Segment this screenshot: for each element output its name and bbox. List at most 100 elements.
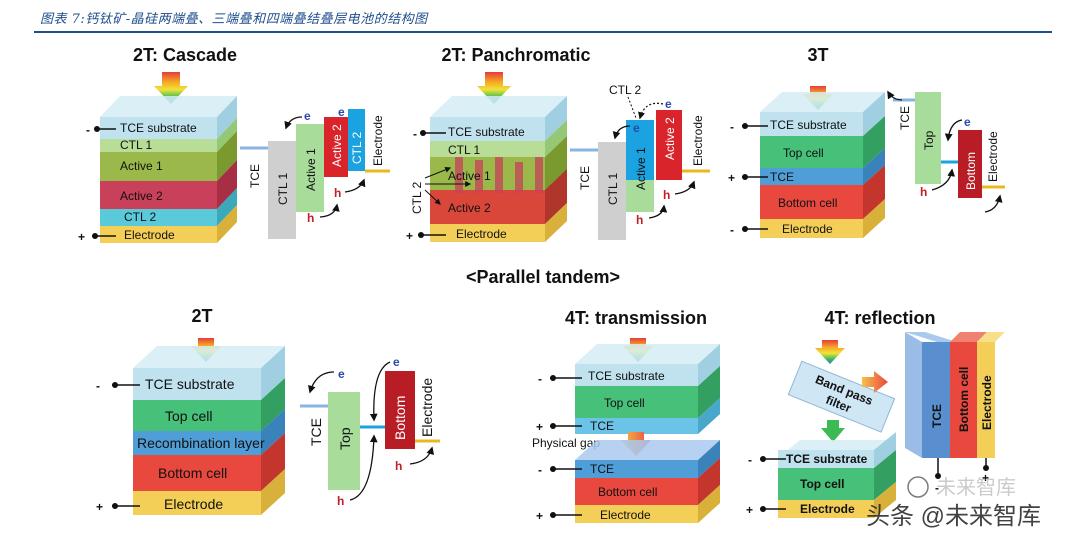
diagram-cascade: 2T: Cascade TCE substrate: [78, 45, 390, 244]
diagram-3t: 3T TCE substrate Top cell TCE Bottom cel…: [728, 45, 1005, 238]
terminal-plus: +: [96, 500, 103, 514]
layer-label: Bottom cell: [778, 196, 837, 210]
band-label: TCE: [308, 418, 324, 446]
cascade-layer-active1: [100, 131, 237, 181]
terminal-minus: -: [538, 372, 542, 386]
layer-label: CTL 1: [120, 138, 153, 152]
hole-label: h: [334, 186, 341, 200]
band-ctl2-label: CTL 2: [609, 83, 642, 97]
layer-label: Bottom cell: [598, 485, 657, 499]
band-label: Electrode: [371, 115, 385, 166]
layer-label: Electrode: [456, 227, 507, 241]
reflection-title: 4T: reflection: [824, 308, 935, 328]
terminal-plus: +: [78, 230, 85, 244]
layer-label: TCE: [590, 462, 614, 476]
hole-label: h: [337, 494, 344, 508]
band-label: Electrode: [691, 115, 705, 166]
layer-label: TCE substrate: [145, 376, 235, 392]
band-label: Top: [337, 427, 353, 450]
layer-label: TCE substrate: [588, 369, 665, 383]
watermark: 未来智库 头条 @未来智库: [866, 476, 1041, 530]
terminal-minus: -: [730, 223, 734, 237]
layer-label: TCE substrate: [448, 125, 525, 139]
band-label: Active 2: [330, 124, 344, 167]
three-t-title: 3T: [807, 45, 828, 65]
layer-label: TCE substrate: [770, 118, 847, 132]
band-label: Active 1: [304, 148, 318, 191]
cascade-layer-tce: [100, 96, 237, 139]
diagram-4t-transmission: 4T: transmission TCE substrate Top cell …: [532, 308, 720, 523]
terminal-plus: +: [982, 471, 989, 485]
panchromatic-title: 2T: Panchromatic: [441, 45, 590, 65]
layer-label: TCE: [590, 419, 614, 433]
layer-label: Electrode: [600, 508, 651, 522]
watermark-text: 头条 @未来智库: [866, 503, 1041, 530]
transmission-title: 4T: transmission: [565, 308, 707, 328]
reflected-light-arrow-icon: [862, 371, 888, 393]
layer-label: Top cell: [800, 477, 844, 491]
layer-label: TCE: [770, 170, 794, 184]
hole-label: h: [636, 213, 643, 227]
watermark-logo-text: 未来智库: [936, 476, 1016, 499]
layer-label: Bottom cell: [957, 367, 971, 432]
layer-label: Top cell: [783, 146, 824, 160]
layer-label: Top cell: [165, 408, 212, 424]
hole-label: h: [920, 185, 927, 199]
band-label: Bottom: [964, 152, 978, 190]
layer-label: Electrode: [124, 228, 175, 242]
light-arrow-icon: [815, 340, 845, 364]
terminal-minus: -: [413, 127, 417, 141]
ctl2-callout: CTL 2: [410, 181, 424, 214]
band-label: Bottom: [392, 396, 408, 440]
hole-label: h: [307, 211, 314, 225]
caption-rule: [34, 31, 1052, 33]
wechat-logo-icon: [907, 476, 929, 498]
light-arrow-icon: [477, 72, 511, 104]
terminal-minus: -: [748, 453, 752, 467]
band-label: TCE: [898, 106, 912, 130]
electron-label: e: [338, 105, 345, 119]
layer-label: TCE: [930, 404, 944, 428]
layer-label: Active 2: [448, 201, 491, 215]
band-label: TCE: [578, 166, 592, 190]
electron-label: e: [304, 109, 311, 123]
layer-label: Recombination layer: [137, 435, 265, 451]
layer-label: TCE substrate: [120, 121, 197, 135]
electron-label: e: [665, 97, 672, 111]
layer-label: CTL 1: [448, 143, 481, 157]
layer-label: Electrode: [800, 502, 855, 516]
electron-label: e: [964, 115, 971, 129]
terminal-plus: +: [536, 420, 543, 434]
light-arrow-icon: [154, 72, 188, 104]
band-label: Top: [922, 130, 936, 150]
terminal-minus: -: [538, 463, 542, 477]
hole-label: h: [395, 459, 402, 473]
layer-label: TCE substrate: [786, 452, 868, 466]
electron-label: e: [633, 121, 640, 135]
terminal-minus: -: [96, 379, 100, 393]
layer-label: Active 1: [120, 159, 163, 173]
layer-label: Electrode: [980, 375, 994, 430]
band-label: Electrode: [986, 131, 1000, 182]
cascade-layer-ctl1: [100, 118, 237, 152]
parallel-tandem-heading: <Parallel tandem>: [466, 267, 620, 287]
cascade-title: 2T: Cascade: [133, 45, 237, 65]
parallel-2t-title: 2T: [191, 306, 212, 326]
diagram-4t-reflection: 4T: reflection Band pass filter TCE subs…: [746, 308, 1005, 518]
layer-label: Electrode: [782, 222, 833, 236]
band-label: TCE: [248, 164, 262, 188]
transmitted-light-arrow-icon: [821, 420, 845, 442]
terminal-minus: -: [935, 481, 939, 495]
band-label: CTL 1: [276, 172, 290, 205]
layer-label: Active 2: [120, 189, 163, 203]
electron-label: e: [393, 355, 400, 369]
cascade-layer-ctl2: [100, 188, 237, 226]
diagram-panchromatic: 2T: Panchromatic TCE substrate CTL 1 Act…: [406, 45, 710, 243]
band-label: CTL 2: [350, 131, 364, 164]
terminal-minus: -: [730, 120, 734, 134]
figure-caption: 图表 7:钙钛矿-晶硅两端叠、三端叠和四端叠结叠层电池的结构图: [40, 12, 428, 27]
band-label: CTL 1: [606, 172, 620, 205]
layer-label: Active 1: [448, 169, 491, 183]
terminal-plus: +: [536, 509, 543, 523]
